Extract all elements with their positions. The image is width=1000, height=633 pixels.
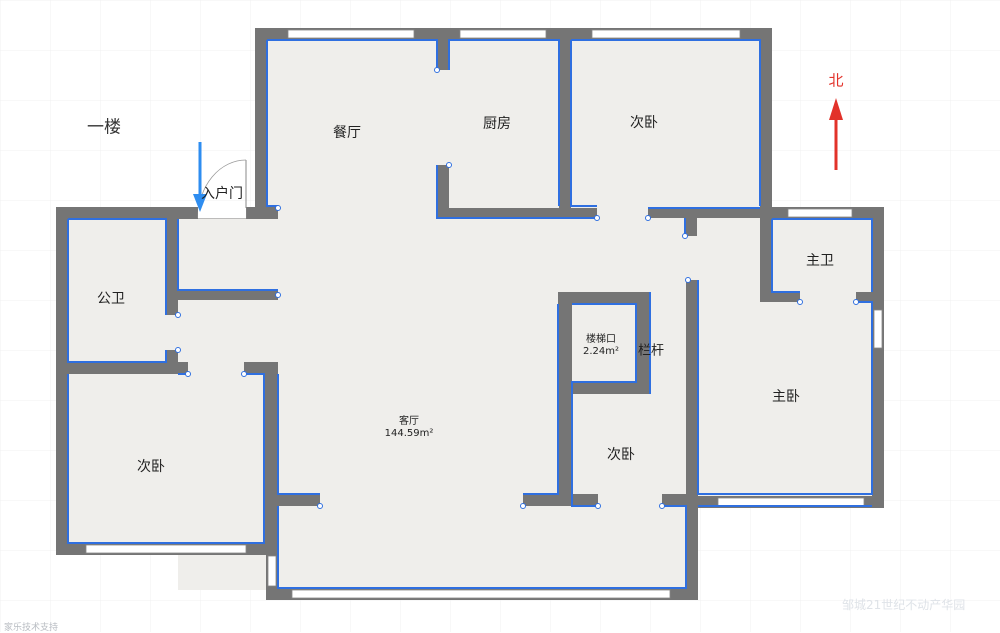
wall-living-stub [266,494,320,506]
wall-stair-west [558,292,572,502]
wall-west [56,207,68,555]
floor-living [178,218,688,590]
wall-dining-west [255,28,267,218]
wall-master-bath-south-right [856,292,884,302]
wall-stair-top [558,292,650,304]
stair-well [572,304,636,382]
room-label-master-bedroom: 主卧 [772,389,800,405]
wall-master-bath-south [760,292,800,302]
living-name: 客厅 [399,416,419,427]
edge-master [697,280,873,507]
wall-stair-bottom [558,382,650,394]
edge-living [277,374,687,589]
window-west-bedroom [85,544,247,554]
room-label-stair: 楼梯口 2.24m² [583,334,619,358]
window-north-bedroom [591,29,741,39]
wall-kitchen-east [559,38,571,218]
window-master-south [717,497,865,507]
north-arrow-icon [829,98,843,170]
wall-bedroom-west-east [264,362,278,552]
wall-east [872,207,884,508]
edge-master-bath [771,218,873,293]
living-area: 144.59m² [384,428,434,439]
edge-dining-top [267,39,438,70]
room-label-master-bath: 主卫 [806,253,834,269]
floor-north-bedroom [570,38,770,218]
wall-kitchen-low [437,165,449,218]
edge-dining [266,40,278,207]
wall-dining-kitchen [437,38,449,70]
room-label-bedroom-center: 次卧 [607,447,635,463]
wall-bath-stub [178,290,278,300]
floor-public-bath [66,218,178,363]
room-label-bedroom-west: 次卧 [137,459,165,475]
entry-arrow-icon [193,142,207,212]
wall-bath-east [166,207,178,315]
wall-nodes [175,67,859,509]
window-kitchen [459,29,547,39]
floor-surfaces [66,38,874,590]
wall-master-bath-west [760,207,772,302]
wall-stair-east [636,292,650,394]
floor-dining-kitchen [265,38,570,218]
windows [85,29,883,599]
edge-bath-room [67,219,167,363]
wall-bath-south-stub [166,350,178,374]
room-label-living: 客厅 144.59m² [385,416,434,440]
wall-west-top [56,207,198,219]
room-label-kitchen: 厨房 [483,116,511,132]
stair-area: 2.24m² [582,346,620,357]
wall-bedroom-south [648,208,772,218]
room-label-railing: 栏杆 [637,343,665,359]
watermark-text: 邹城21世纪不动产华园 [842,598,966,612]
floor-master-bedroom [688,218,874,500]
window-living-south [291,589,671,599]
footer-credit: 家乐技术支持 [4,623,59,633]
room-label-public-bath: 公卫 [97,291,125,307]
room-label-entrance: 入户门 [201,186,243,202]
edge-stair [523,303,637,507]
wall-closet-stub [685,208,697,236]
window-dining [287,29,415,39]
wall-kitchen-south [437,208,597,218]
window-master-bath [787,208,853,218]
wall-bath-south [56,362,188,374]
edge-bedroom [570,39,761,207]
wall-entry-sill [246,207,278,219]
floor-label: 一楼 [87,117,121,138]
edge-kitchen-top [448,39,560,206]
window-master-east [873,309,883,349]
edge-kitchen-low [436,165,597,219]
wall-stair-foot [523,494,598,506]
wall-master-bedroom-stub [662,494,692,506]
window-living-west [267,555,277,587]
stair-name: 楼梯口 [585,334,616,345]
north-label: 北 [828,71,844,90]
edge-bath [68,218,278,315]
wall-master-bedroom-west [686,280,698,508]
wall-bedroom-east [760,28,772,218]
room-label-dining: 餐厅 [333,125,361,141]
wall-bedroom-west-cap [244,362,278,374]
wall-living-east-lower [686,496,698,600]
room-label-bedroom-north: 次卧 [630,115,658,131]
